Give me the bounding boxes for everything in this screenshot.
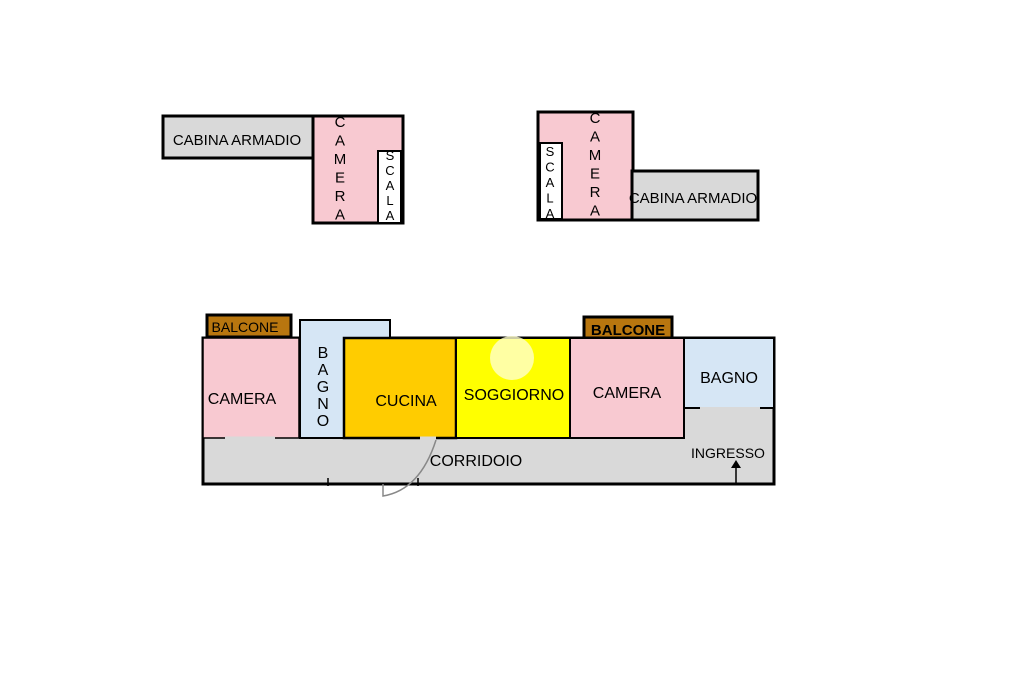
walk-in-closet-right bbox=[630, 169, 760, 222]
bathroom-label-right: BAGNO bbox=[700, 370, 758, 387]
stair-upper-right bbox=[539, 142, 563, 220]
entrance-arrowhead-icon bbox=[731, 460, 741, 468]
balcony-label-left: BALCONE bbox=[212, 319, 279, 335]
stair-upper-left bbox=[377, 150, 402, 224]
light-glare bbox=[490, 336, 534, 380]
bathroom-right bbox=[683, 337, 775, 409]
living-room-label: SOGGIORNO bbox=[464, 387, 564, 404]
bedroom-label-right: CAMERA bbox=[593, 385, 662, 402]
door-swing bbox=[382, 439, 437, 497]
closet-label-upper-left: CABINA ARMADIO bbox=[173, 132, 301, 149]
balcony-label-right: BALCONE bbox=[591, 322, 665, 339]
kitchen-label: CUCINA bbox=[375, 393, 437, 410]
bedroom-left bbox=[202, 337, 300, 439]
entrance-label: INGRESSO bbox=[691, 445, 765, 461]
walk-in-closet-left bbox=[161, 114, 316, 160]
bedroom-label-left: CAMERA bbox=[208, 391, 277, 408]
corridor-label: CORRIDOIO bbox=[430, 453, 522, 470]
kitchen bbox=[342, 336, 458, 440]
closet-label-upper-right: CABINA ARMADIO bbox=[629, 190, 757, 207]
